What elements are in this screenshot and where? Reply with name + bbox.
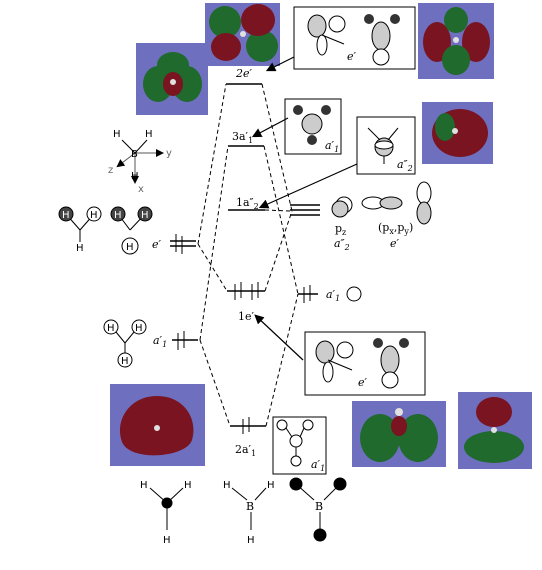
orbital-render-2e-left: [136, 43, 208, 115]
axis-z-label: z: [108, 165, 113, 176]
h3-e2-h3: H: [126, 242, 134, 253]
bottom-h3-structure: [149, 487, 184, 530]
orbital-render-2a1-left: [110, 384, 205, 466]
axes-h-atom-3: H: [131, 171, 139, 182]
box-top-e-label: e′: [347, 50, 357, 63]
h3-e2-h1: H: [114, 210, 122, 221]
level-2a1-label: 2a′1: [235, 443, 256, 458]
h3-e1-h1: H: [62, 210, 70, 221]
h3-a1-sketch: [103, 319, 147, 368]
level-1a2-label: 1a″2: [236, 196, 259, 211]
h3-e-sketch-1: [58, 206, 102, 242]
b-fragment-p-levels: [290, 204, 320, 216]
box-a1: [284, 98, 342, 155]
box-mid-e-label: e′: [358, 376, 368, 389]
h3-fragment-e-level: [170, 234, 196, 254]
b-s-orbital: [346, 286, 362, 302]
b-fragment-s-level: [298, 285, 318, 303]
axes-h-atom-2: H: [145, 129, 153, 140]
bottom-b-lobes-b: B: [315, 500, 323, 513]
bottom-bh3-lobes: [289, 477, 347, 542]
b-px-orbital: [361, 196, 403, 210]
b-pz-sym-label: a″2: [334, 237, 350, 252]
h3-e2-h2: H: [141, 210, 149, 221]
mo-levels: [226, 83, 266, 427]
axis-y-label: y: [166, 148, 172, 159]
level-1e-label: 1e′: [238, 310, 255, 323]
axes-molecule: [116, 139, 164, 184]
box-top-e: [293, 6, 416, 70]
electron-arrows: [234, 282, 259, 434]
b-s-sym-label: a′1: [326, 288, 340, 303]
h3-e1-h3: H: [76, 243, 84, 254]
box-bottom-a1: [272, 416, 327, 475]
b-py-orbital: [416, 181, 432, 225]
bottom-bh3-h1: H: [223, 480, 231, 491]
h3-a1-label: a′1: [153, 334, 167, 349]
h3-e-sketch-2: [110, 206, 153, 255]
b-pxpy-label: (px,py): [378, 221, 413, 236]
box-a1-label: a′1: [325, 139, 339, 154]
bottom-bh3-structure: [231, 487, 267, 530]
level-2e-label: 2e′: [235, 67, 253, 80]
axes-b-atom: B: [131, 149, 138, 160]
bottom-h3-h1: H: [140, 480, 148, 491]
h3-e1-h2: H: [90, 210, 98, 221]
h3-a1-h2: H: [135, 323, 143, 334]
level-3a1-label: 3a′1: [232, 130, 253, 145]
box-bottom-a1-label: a′1: [311, 458, 325, 473]
h3-a1-h3: H: [121, 356, 129, 367]
bottom-h3-h2: H: [184, 480, 192, 491]
correlation-lines: [197, 83, 299, 427]
h3-fragment-a1-level: [172, 331, 198, 350]
b-pz-label: pz: [335, 222, 346, 237]
orbital-render-e-top-right: [418, 3, 494, 79]
orbital-render-1e-bottom: [352, 401, 446, 467]
b-pxpy-sym-label: e′: [390, 237, 400, 250]
bottom-bh3-h3: H: [247, 535, 255, 546]
pointer-arrows: [251, 56, 358, 361]
orbital-render-2e-top: [205, 3, 280, 66]
bottom-bh3-b: B: [246, 500, 254, 513]
axis-x-label: x: [138, 184, 144, 195]
box-a2-label: a″2: [397, 158, 413, 173]
bottom-h3-h3: H: [163, 535, 171, 546]
bottom-bh3-h2: H: [267, 480, 275, 491]
b-pz-orbital: [331, 196, 353, 218]
orbital-render-1e-right: [458, 392, 532, 469]
h3-e-label: e′: [152, 238, 162, 251]
h3-a1-h1: H: [107, 323, 115, 334]
box-mid-e: [304, 331, 426, 396]
orbital-render-a2-right: [422, 102, 493, 164]
box-a2: [356, 116, 416, 175]
axes-h-atom-1: H: [113, 129, 121, 140]
